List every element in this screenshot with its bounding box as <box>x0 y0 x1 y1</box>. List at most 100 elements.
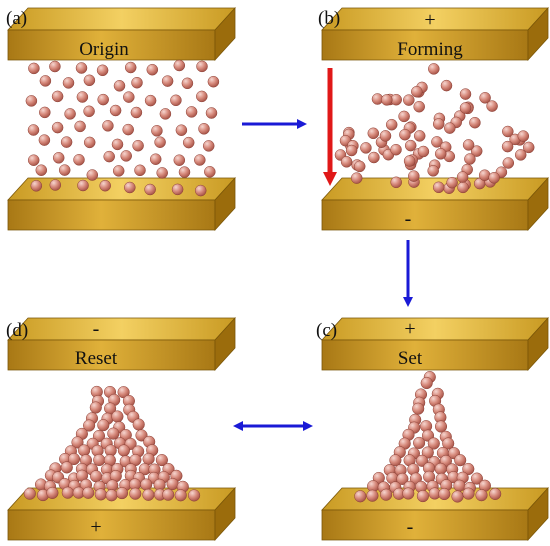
ion-particle <box>427 437 440 450</box>
panel-b: (b) + Forming - <box>318 6 549 232</box>
ion-particle <box>403 155 416 167</box>
ion-particle <box>60 461 73 474</box>
ion-particle <box>453 479 466 492</box>
ion-particle <box>464 153 476 165</box>
ion-particle <box>23 487 36 500</box>
ion-particle <box>142 452 155 465</box>
ion-particle <box>28 62 40 75</box>
ion-particle <box>113 80 126 92</box>
ion-particle <box>175 124 188 136</box>
panel-tag: (d) <box>6 320 28 341</box>
ion-particle <box>124 181 136 194</box>
ion-particle <box>131 76 143 89</box>
ion-particle <box>462 487 475 500</box>
ion-particle <box>181 77 194 90</box>
ion-particle <box>123 91 135 103</box>
ion-particle <box>438 487 451 501</box>
panel-tag: (a) <box>6 8 27 29</box>
ion-particle <box>194 184 207 197</box>
ion-particle <box>390 176 402 189</box>
panel-tag: (c) <box>316 320 337 341</box>
ion-particle <box>368 151 380 164</box>
ion-particle <box>456 171 469 183</box>
top-polarity-sign: + <box>404 318 415 340</box>
ion-particle <box>74 120 86 133</box>
ion-particle <box>83 419 96 432</box>
ion-particle <box>198 123 210 135</box>
ion-particle <box>83 136 96 149</box>
ion-particle <box>35 164 48 176</box>
ion-particle <box>144 183 156 196</box>
ion-particle <box>75 62 88 74</box>
ion-particle <box>502 157 515 169</box>
ion-particle <box>39 106 51 119</box>
ion-particle <box>27 124 40 136</box>
ion-particle <box>398 110 410 123</box>
ion-particle <box>462 462 475 476</box>
ion-particle <box>479 92 491 104</box>
ion-particle <box>173 154 186 166</box>
ion-particle <box>185 106 198 118</box>
particles <box>334 63 535 194</box>
particles <box>25 59 220 197</box>
ion-particle <box>196 60 208 73</box>
ion-particle <box>82 486 95 499</box>
ion-particle <box>459 88 472 100</box>
ion-particle <box>413 436 426 449</box>
ion-particle <box>130 106 143 119</box>
ion-particle <box>408 170 420 182</box>
ion-particle <box>396 472 409 485</box>
ion-particle <box>431 136 443 148</box>
ion-particle <box>62 77 75 89</box>
panel-title: Reset <box>75 348 118 369</box>
ion-particle <box>142 488 155 501</box>
ion-particle <box>459 102 472 114</box>
ion-particle <box>194 154 206 166</box>
top-electrode <box>7 316 236 372</box>
ion-particle <box>49 179 62 191</box>
ion-particle <box>78 444 91 457</box>
ion-particle <box>96 64 109 77</box>
ion-particle <box>340 156 353 168</box>
ion-particle <box>166 477 179 491</box>
ion-particle <box>60 136 73 148</box>
ion-particle <box>132 139 144 152</box>
ion-particle <box>469 116 481 129</box>
ion-particle <box>112 165 125 177</box>
ion-particle <box>140 478 153 491</box>
ion-particle <box>402 487 415 500</box>
ion-particle <box>379 130 392 142</box>
ion-particle <box>51 121 64 134</box>
ion-particle <box>156 167 168 179</box>
ion-particle <box>58 164 71 176</box>
ion-particle <box>416 490 429 503</box>
ion-particle <box>97 419 110 432</box>
ion-particle <box>107 427 120 440</box>
ion-particle <box>470 145 483 157</box>
ion-particle <box>144 94 157 107</box>
ion-particle <box>502 125 514 138</box>
ion-particle <box>97 93 109 106</box>
ion-particle <box>390 143 402 156</box>
ion-particle <box>385 118 398 131</box>
ion-particle <box>76 91 89 103</box>
ion-particle <box>411 85 423 98</box>
ion-particle <box>486 100 498 112</box>
ion-particle <box>367 127 380 140</box>
ion-particle <box>204 166 216 178</box>
ion-particle <box>188 489 201 502</box>
ion-particle <box>146 63 159 76</box>
ion-particle <box>171 183 184 196</box>
ion-particle <box>413 100 425 113</box>
ion-particle <box>49 60 61 73</box>
ion-particle <box>399 128 411 141</box>
ion-particle <box>86 169 99 181</box>
ion-particle <box>117 386 130 399</box>
ion-particle <box>129 487 142 500</box>
ion-particle <box>67 452 81 466</box>
ion-particle <box>51 90 64 103</box>
panel-a: (a) Origin <box>6 6 236 232</box>
ion-particle <box>427 165 439 177</box>
ion-particle <box>99 179 111 192</box>
